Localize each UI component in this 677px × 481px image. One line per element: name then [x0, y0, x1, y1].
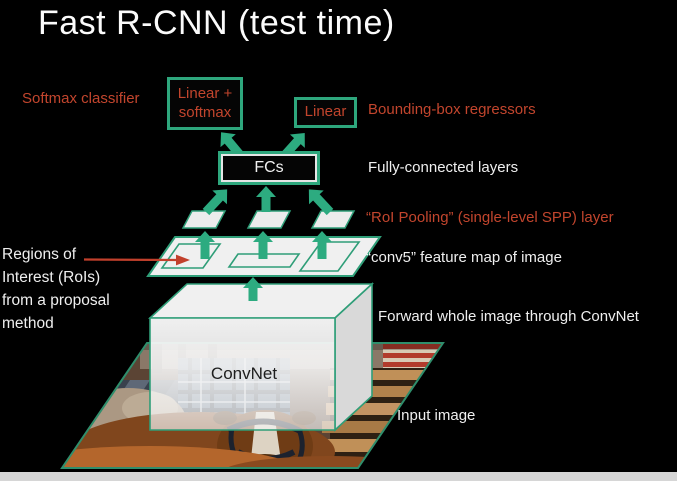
roi-pool-output-3	[310, 210, 356, 229]
roi-pointer-arrow	[83, 254, 190, 266]
roi-pool-output-1	[181, 210, 227, 229]
arrow-map-to-pool-2	[253, 231, 273, 259]
roi-box-1	[160, 243, 222, 269]
label-regions-of-interest: Regions of Interest (RoIs) from a propos…	[2, 246, 110, 332]
convnet-box	[147, 282, 375, 432]
arrow-map-to-pool-3	[312, 231, 332, 259]
label-fully-connected-layers: Fully-connected layers	[368, 159, 519, 176]
label-input-image: Input image	[397, 407, 476, 424]
arrow-map-to-pool-1	[195, 231, 215, 259]
arrow-pool1-to-fcs	[202, 189, 228, 216]
linear-box: Linear	[294, 97, 357, 128]
fcs-box: FCs	[218, 151, 320, 185]
roi-pool-output-2	[246, 210, 292, 229]
arrow-pool3-to-fcs	[308, 189, 334, 216]
arrow-convnet-to-map	[243, 277, 263, 301]
slide-title: Fast R-CNN (test time)	[38, 4, 395, 42]
label-forward-whole-image: Forward whole image through ConvNet	[378, 308, 639, 325]
roi-box-3	[298, 241, 361, 272]
flow-arrows	[195, 132, 334, 301]
label-conv5-feature-map: “conv5” feature map of image	[366, 249, 562, 266]
linear-softmax-box: Linear + softmax	[167, 77, 243, 130]
slide-bottom-strip	[0, 472, 677, 481]
roi-box-2	[227, 253, 301, 268]
label-bounding-box-regressors: Bounding-box regressors	[368, 101, 536, 118]
convnet-label: ConvNet	[210, 364, 278, 383]
label-roi-pooling-layer: “RoI Pooling” (single-level SPP) layer	[366, 209, 614, 226]
arrow-pool2-to-fcs	[256, 186, 276, 212]
label-softmax-classifier: Softmax classifier	[22, 90, 140, 107]
